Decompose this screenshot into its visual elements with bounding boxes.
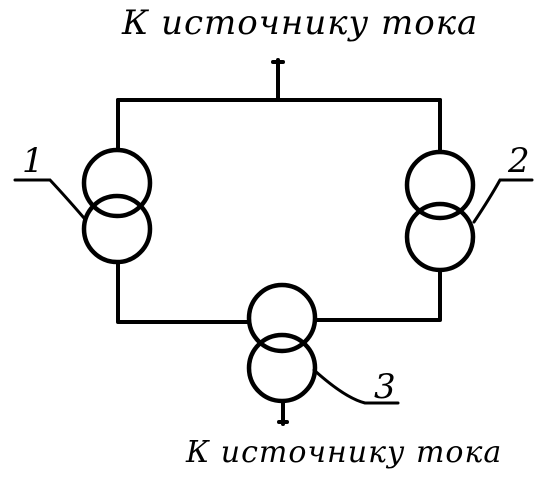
- label-2-leader: 2: [472, 141, 534, 224]
- label-3-leader: 3: [312, 367, 400, 407]
- transformer-3-secondary-coil: [246, 332, 318, 404]
- transformer-1-number: 1: [22, 141, 44, 181]
- transformer-1-primary-coil: [81, 147, 153, 219]
- caption-bottom: К источнику тока: [185, 435, 502, 470]
- transformer-1: [81, 147, 153, 265]
- bottom-feed-terminal: [277, 399, 289, 426]
- transformer-3-primary-coil: [246, 282, 318, 354]
- transformer-3-number: 3: [374, 367, 396, 407]
- transformer-2: [404, 149, 476, 273]
- caption-top: К источнику тока: [121, 3, 478, 43]
- top-feed-terminal: [271, 58, 285, 102]
- left-lower-wire: [116, 260, 250, 324]
- right-lower-wire: [313, 268, 442, 322]
- transformer-2-secondary-coil: [404, 201, 476, 273]
- label-1-leader: 1: [13, 141, 86, 220]
- transformer-2-primary-coil: [404, 149, 476, 221]
- transformer-2-number: 2: [507, 141, 530, 181]
- transformer-1-secondary-coil: [81, 193, 153, 265]
- transformer-3: [246, 282, 318, 404]
